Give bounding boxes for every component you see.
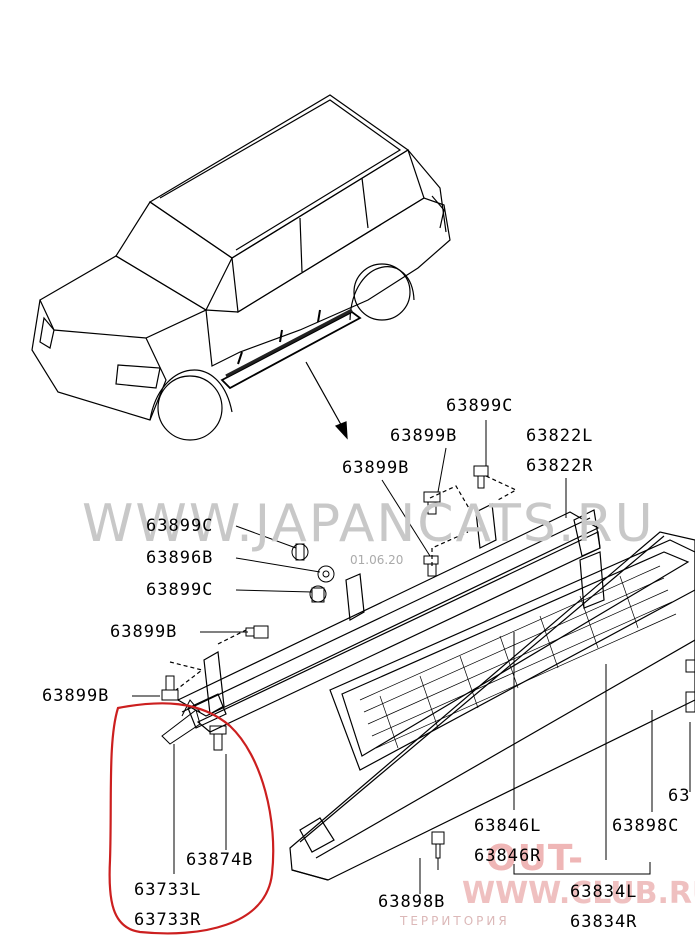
part-label-63822l: 63822L [526,426,594,446]
part-label-63846l: 63846L [474,816,542,836]
part-label-63896b: 63896B [146,548,214,568]
bolt-63899c-top [473,465,489,489]
vehicle-illustration [31,94,451,441]
highlight-circle [108,702,275,935]
bolt-63899b-left [245,625,269,639]
part-label-63-cut: 63 [668,786,691,806]
part-label-63899b-top: 63899B [390,426,458,446]
watermark-text: WWW.JAPANCATS.RU [82,494,655,554]
part-label-63899b-mid: 63899B [342,458,410,478]
step-board [289,531,695,881]
screw-63898c [685,659,695,713]
part-label-63899c-top: 63899C [446,396,514,416]
part-label-63834l: 63834L [570,882,638,902]
logo-line-1: OUT- [486,838,585,879]
logo-line-2: WWW.CLUB.RU [462,876,695,911]
bolt-63899b-mid [423,555,439,577]
fasteners [161,465,695,859]
leader-lines [132,420,691,894]
part-label-63733l: 63733L [134,880,202,900]
bolt-63899b-top [423,491,441,515]
watermark-date: 01.06.20 [350,553,404,567]
nut-63899c-left1 [291,543,309,561]
part-label-63899c-left2: 63899C [146,580,214,600]
part-label-63874b: 63874B [186,850,254,870]
screw-63898b [431,831,445,859]
part-label-63899b-left: 63899B [110,622,178,642]
bolt-63899b-low [161,675,179,701]
part-label-63834r: 63834R [570,912,638,932]
part-label-63822r: 63822R [526,456,594,476]
part-label-63898b: 63898B [378,892,446,912]
part-label-63899c-left1: 63899C [146,516,214,536]
part-label-63733r: 63733R [134,910,202,930]
part-label-63899b-low: 63899B [42,686,110,706]
logo-line-3: ТЕРРИТОРИЯ [400,914,510,928]
nut-63896b [317,565,335,583]
part-label-63846r: 63846R [474,846,542,866]
nut-63899c-left2 [309,585,327,603]
part-label-63898c: 63898C [612,816,680,836]
